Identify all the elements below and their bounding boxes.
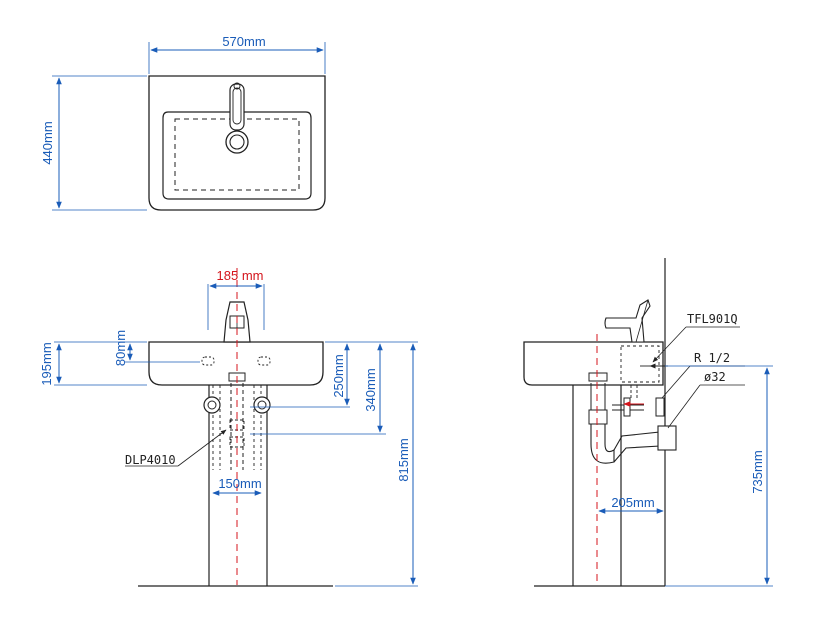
front-angle-valve-left-icon bbox=[203, 396, 221, 414]
front-tap-spacing-label: 185 mm bbox=[217, 268, 264, 283]
front-angle-valve-right-icon bbox=[253, 396, 271, 414]
side-faucet-leader bbox=[652, 326, 687, 363]
side-thread-label: R 1/2 bbox=[694, 351, 730, 365]
side-outlet-height-label: 735mm bbox=[750, 450, 765, 493]
top-bowl-inner-dashed bbox=[174, 118, 300, 191]
side-wall-offset-label: 205mm bbox=[611, 495, 654, 510]
front-waste-drop-label: 250mm bbox=[331, 354, 346, 397]
front-trap-width-label: 150mm bbox=[218, 476, 261, 491]
side-faucet-label: TFL901Q bbox=[687, 312, 738, 326]
front-tap-hole-right bbox=[257, 356, 271, 366]
top-view: 570mm 440mm bbox=[40, 34, 326, 211]
faucet-top-icon bbox=[229, 82, 245, 131]
side-thread-leader bbox=[661, 365, 691, 399]
side-trap-assembly bbox=[588, 372, 677, 464]
side-pedestal bbox=[572, 385, 622, 586]
front-waste-label: DLP4010 bbox=[125, 453, 176, 467]
front-overall-height-label: 815mm bbox=[396, 438, 411, 481]
side-basin-dashed bbox=[620, 345, 660, 383]
front-tap-hole-height-label: 80mm bbox=[113, 330, 128, 366]
side-pipe-label: ø32 bbox=[704, 370, 726, 384]
front-pedestal bbox=[208, 385, 268, 586]
top-bowl-outline bbox=[162, 111, 312, 200]
front-view: 185 mm 195mm 80mm 250mm 340mm 815mm 150m… bbox=[39, 268, 418, 587]
top-drain-icon bbox=[225, 130, 249, 154]
top-basin-outline bbox=[148, 75, 326, 211]
top-depth-label: 440mm bbox=[40, 121, 55, 164]
side-faucet-icon bbox=[604, 299, 651, 343]
front-trap-drop-label: 340mm bbox=[363, 368, 378, 411]
front-waste-assembly bbox=[212, 372, 262, 470]
side-view: TFL901Q R 1/2 ø32 735mm 205mm bbox=[523, 258, 773, 587]
front-rim-height-label: 195mm bbox=[39, 342, 54, 385]
front-tap-hole-left bbox=[201, 356, 215, 366]
side-basin bbox=[523, 341, 664, 386]
top-width-label: 570mm bbox=[222, 34, 265, 49]
front-basin bbox=[148, 341, 324, 386]
side-pipe-leader bbox=[667, 384, 701, 429]
